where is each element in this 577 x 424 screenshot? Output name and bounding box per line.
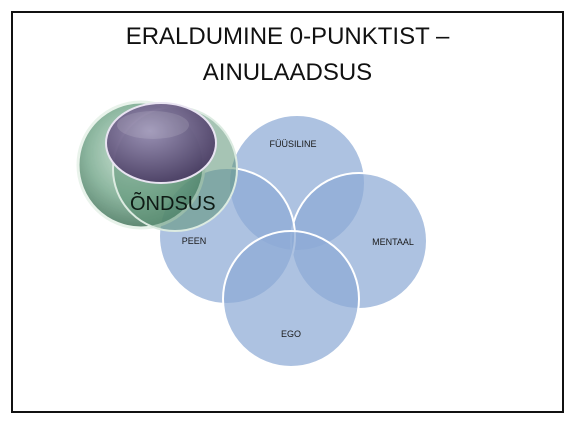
overlay-highlight [117,111,189,139]
slide-title-line-1: ERALDUMINE 0-PUNKTIST – [125,23,450,50]
slide-title-line-2: AINULAADSUS [202,59,373,86]
slide-title: ERALDUMINE 0-PUNKTIST – AINULAADSUS [13,19,562,91]
venn-diagram: FÜÜSILINE MENTAAL EGO PEEN ÕNDSUS [76,100,428,368]
overlay-purple-oval [105,102,217,184]
circle-ego [222,230,360,368]
label-peen: PEEN [182,236,207,246]
label-ego: EGO [281,329,301,339]
label-fyysiline: FÜÜSILINE [269,139,316,149]
slide: ERALDUMINE 0-PUNKTIST – AINULAADSUS FÜÜS… [11,11,564,413]
label-mentaal: MENTAAL [372,237,414,247]
label-ondsus: ÕNDSUS [130,191,216,215]
overlay-shape [76,100,238,232]
